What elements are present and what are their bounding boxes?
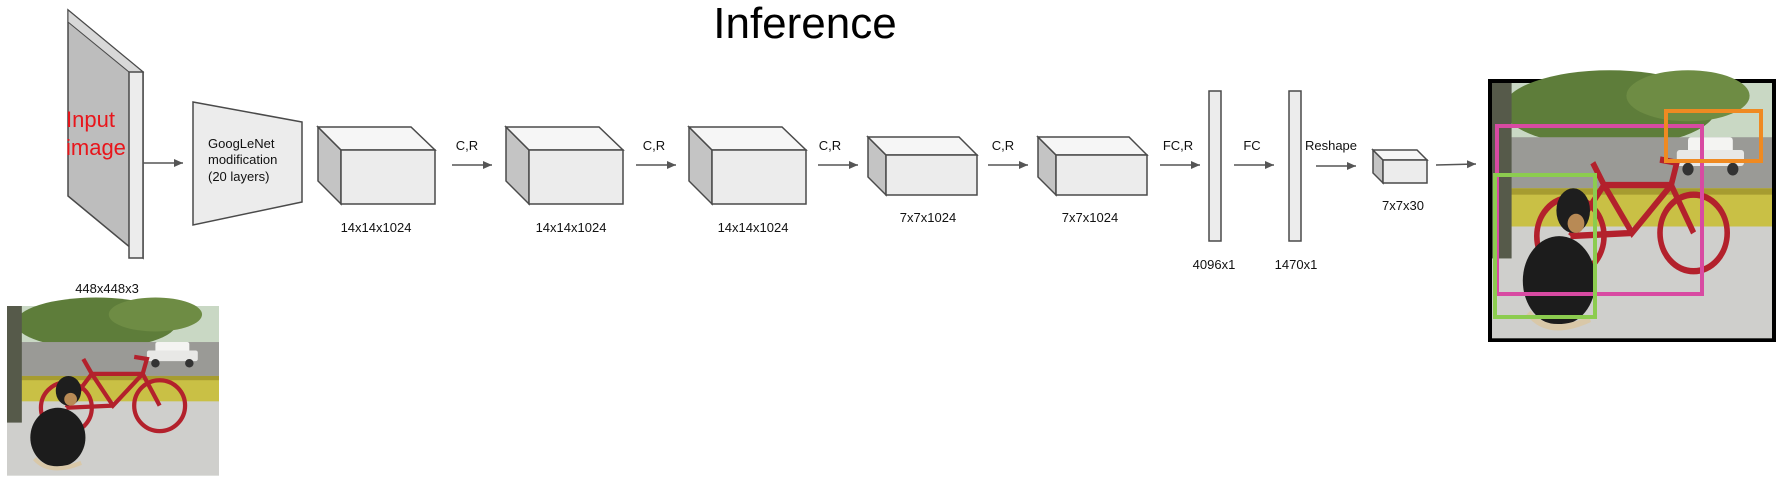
googlenet-label-line1: GoogLeNet [208,136,275,151]
block-5-dims: 7x7x1024 [1062,210,1118,225]
block-2-dims: 14x14x1024 [536,220,607,235]
output-tensor [1371,148,1429,185]
input-label-line2: image [66,135,126,160]
op-label-block3: C,R [819,138,841,153]
googlenet-label-line2: modification [208,152,277,167]
conv-block-5 [1036,135,1149,197]
input-photo [7,298,219,476]
fc-layer-2-dims: 1470x1 [1275,257,1318,272]
op-label-reshape: Reshape [1305,138,1357,153]
input-size-label: 448x448x3 [75,281,139,296]
op-label-block4: C,R [992,138,1014,153]
input-label-line1: Input [66,107,115,132]
op-label-fc1: FC [1243,138,1260,153]
op-label-block5: FC,R [1163,138,1193,153]
block-4-dims: 7x7x1024 [900,210,956,225]
arrow-to-detection [1435,160,1477,169]
op-label-block2: C,R [643,138,665,153]
bbox-car [1664,109,1763,163]
fc-layer-1 [1208,90,1222,242]
output-tensor-dims: 7x7x30 [1382,198,1424,213]
conv-block-2 [504,125,625,206]
conv-block-1 [316,125,437,206]
conv-block-4 [866,135,979,197]
bbox-dog [1493,173,1597,319]
fc-layer-1-dims: 4096x1 [1193,257,1236,272]
input-image-slab [67,8,145,260]
fc-layer-2 [1288,90,1302,242]
diagram-title: Inference [713,0,896,48]
googlenet-label-line3: (20 layers) [208,169,269,184]
block-1-dims: 14x14x1024 [341,220,412,235]
block-3-dims: 14x14x1024 [718,220,789,235]
op-label-block1: C,R [456,138,478,153]
googlenet-block [192,101,303,226]
conv-block-3 [687,125,808,206]
